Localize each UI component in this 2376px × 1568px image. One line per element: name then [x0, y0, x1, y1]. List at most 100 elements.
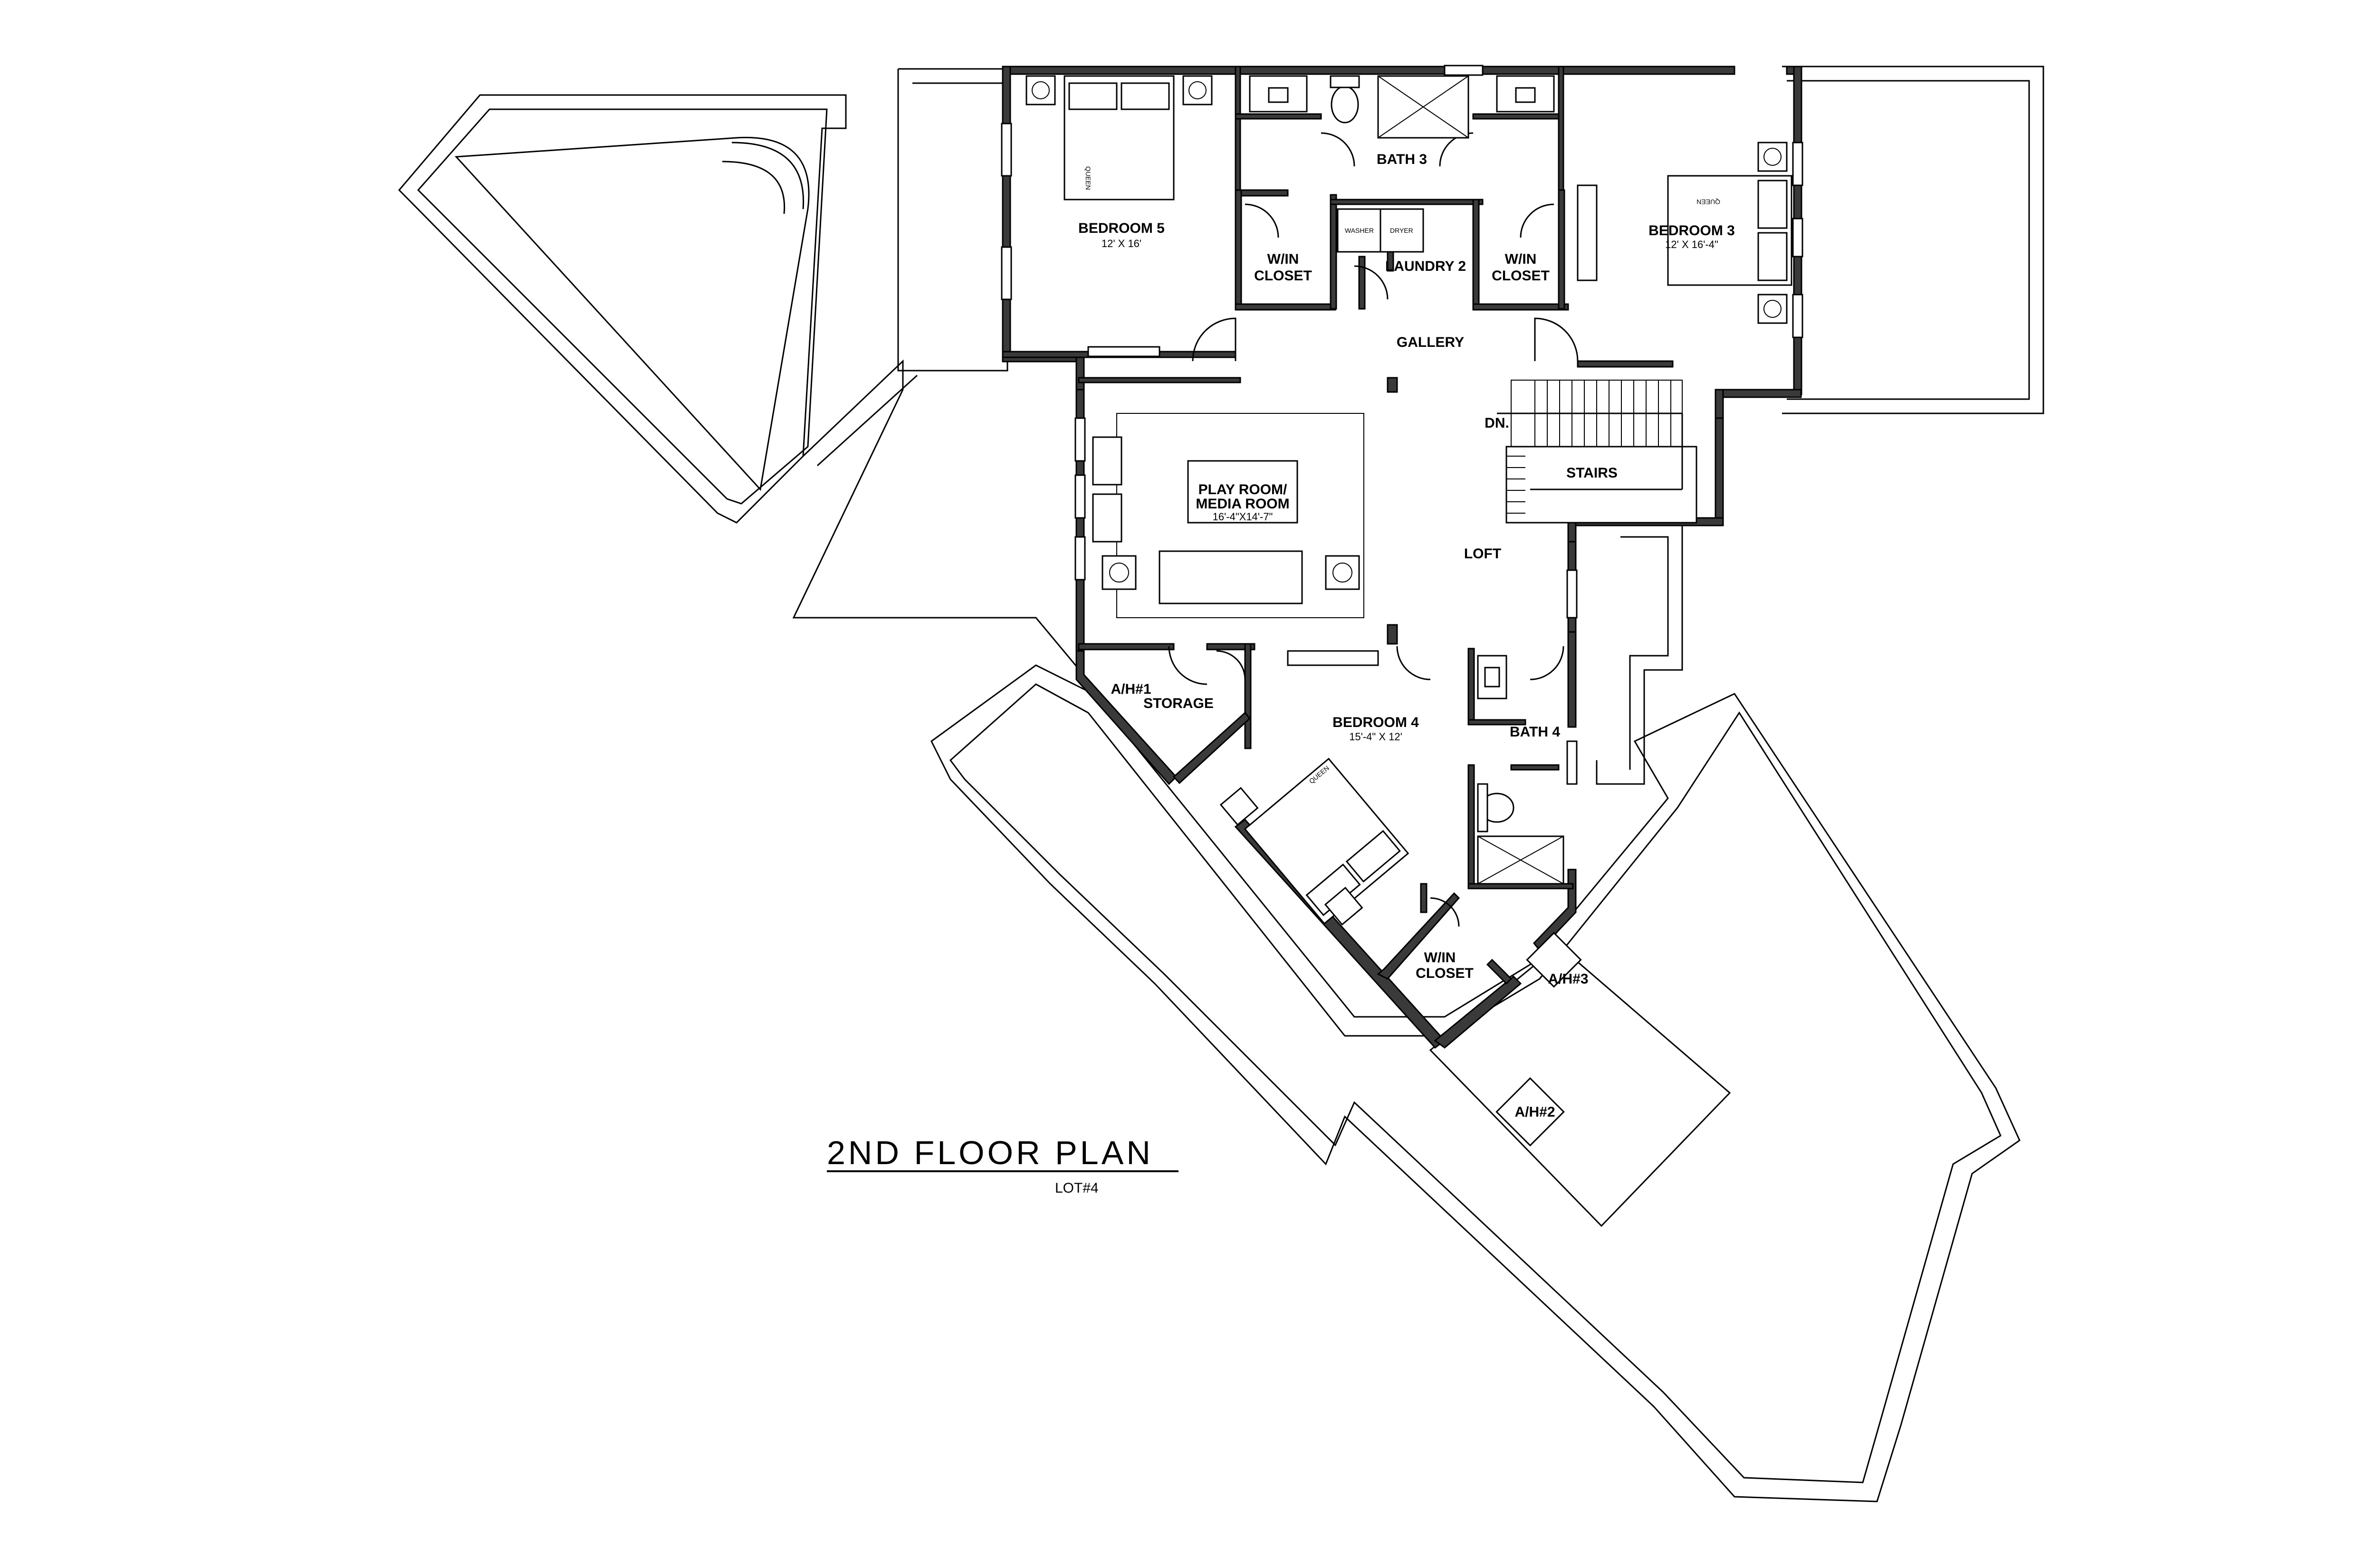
door-loft-bed4: [1396, 646, 1431, 680]
label-gallery: GALLERY: [1397, 335, 1464, 350]
lower-deck-outer: [930, 664, 2021, 1502]
label-bedroom3: BEDROOM 3: [1648, 223, 1735, 239]
left-deck-outer: [398, 94, 847, 524]
chair-b: [1092, 493, 1122, 543]
wall-closet-a-bottom: [1235, 303, 1336, 311]
wall-closet-a-left: [1235, 189, 1242, 310]
sofa: [1159, 550, 1303, 604]
label-win-closet-a-2: CLOSET: [1254, 268, 1312, 284]
label-win-closet-c-2: CLOSET: [1416, 966, 1474, 981]
mid-left-roof: [792, 359, 1084, 675]
wall-storage-right: [1244, 643, 1252, 749]
wall-playroom-bottom-left: [1078, 643, 1175, 650]
balcony-ne-inner: [1787, 80, 2030, 400]
wall-bath3-right: [1558, 66, 1564, 210]
label-win-closet-a-1: W/IN: [1267, 251, 1299, 267]
door-laundry: [1354, 265, 1389, 300]
chair-a: [1092, 436, 1122, 486]
plan-title: 2ND FLOOR PLAN: [827, 1134, 1153, 1171]
label-queen-bed5: QUEEN: [1084, 166, 1092, 190]
mid-left-roof-inner: [816, 374, 918, 467]
dryer: [1380, 208, 1424, 253]
wall-laundry-top: [1330, 199, 1484, 205]
label-win-closet-c-1: W/IN: [1424, 950, 1456, 966]
label-bedroom5-dim: 12' X 16': [1102, 238, 1141, 249]
door-storage: [1216, 650, 1246, 680]
label-bath3: BATH 3: [1377, 152, 1427, 167]
lower-deck-inner: [949, 683, 2002, 1483]
label-bedroom4: BEDROOM 4: [1332, 715, 1419, 730]
dresser-bedroom3: [1577, 184, 1598, 281]
door-gallery-left: [1192, 317, 1236, 362]
door-gallery-right: [1534, 317, 1579, 362]
door-bath4: [1530, 646, 1564, 680]
door-closet-b: [1520, 203, 1554, 238]
door-playroom: [1168, 646, 1207, 685]
nightstand-4b: [1324, 887, 1363, 926]
playroom-table: [1187, 460, 1298, 524]
door-bath3-left: [1321, 132, 1355, 167]
right-steps-inner: [1620, 536, 1669, 770]
wall-storage-diag: [1172, 711, 1251, 784]
wall-laundry-stub: [1358, 256, 1366, 310]
room-labels: BEDROOM 5 12' X 16' BATH 3 BEDROOM 3 12'…: [1078, 152, 1735, 1120]
label-washer: WASHER: [1345, 227, 1374, 234]
wall-playroom-top: [1078, 377, 1241, 383]
wall-laundry-right: [1472, 199, 1480, 310]
window-play-b: [1074, 474, 1086, 519]
left-deck-inner: [417, 108, 828, 505]
window-top-bath3: [1444, 65, 1484, 76]
wall-bath3-left: [1235, 66, 1241, 210]
dresser-bedroom4: [1287, 650, 1379, 666]
bath3-toilet: [1331, 86, 1359, 124]
label-win-closet-b-1: W/IN: [1505, 251, 1537, 267]
stairs: [1497, 380, 1697, 524]
label-ah2: A/H#2: [1514, 1104, 1555, 1120]
label-playroom-1: PLAY ROOM/: [1198, 482, 1287, 497]
label-storage: STORAGE: [1143, 696, 1214, 711]
nightstand-4a: [1219, 787, 1259, 826]
window-loft: [1566, 569, 1578, 619]
bath-fixtures: [1249, 75, 1564, 885]
doors: [1168, 132, 1579, 927]
label-ah3: A/H#3: [1548, 971, 1588, 987]
side-table-a: [1102, 555, 1137, 590]
deck-outlines: [398, 66, 2044, 1502]
wall-stairs-right: [1715, 417, 1724, 524]
right-steps-outer: [1596, 522, 1683, 785]
stair-treads: [1506, 380, 1671, 514]
wall-closet-diag: [1434, 975, 1522, 1049]
wall-bath4-right: [1567, 631, 1577, 728]
windows: [1001, 65, 1803, 785]
label-bedroom3-dim: 12' X 16'-4": [1665, 239, 1718, 250]
window-bed3-c: [1792, 294, 1803, 338]
label-win-closet-b-2: CLOSET: [1492, 268, 1550, 284]
wall-closet-a-top: [1235, 189, 1289, 197]
pool-outline: [454, 136, 810, 491]
wall-bath4-mid: [1467, 719, 1526, 726]
stair-landing-box: [1505, 446, 1697, 524]
wall-bath4-wc: [1510, 764, 1560, 771]
wall-closet-b-right: [1558, 189, 1565, 310]
plan-subtitle: LOT#4: [1055, 1180, 1099, 1196]
label-queen-bed3: QUEEN: [1696, 198, 1720, 206]
balcony-ne: [1782, 66, 2044, 414]
nightstand-5a: [1025, 75, 1056, 105]
window-bed5-b: [1001, 246, 1012, 300]
label-loft: LOFT: [1464, 546, 1501, 562]
wall-bath3-vanity-b: [1472, 113, 1560, 120]
wall-playroom-corner-br: [1387, 624, 1398, 645]
wall-closet-b-bottom: [1472, 303, 1569, 311]
label-playroom-2: MEDIA ROOM: [1196, 496, 1289, 512]
wall-bath3-vanity-a: [1235, 113, 1322, 120]
furniture: [1025, 75, 1792, 1147]
balcony-nw: [897, 68, 1008, 372]
label-bedroom4-dim: 15'-4" X 12': [1349, 731, 1402, 743]
door-closet-c: [1430, 897, 1460, 927]
side-table-b: [1325, 555, 1360, 590]
wall-laundry-left: [1330, 194, 1337, 310]
pool-steps: [722, 142, 805, 214]
label-laundry2: LAUNDRY 2: [1385, 258, 1466, 274]
label-bath4: BATH 4: [1510, 724, 1560, 740]
window-play-c: [1074, 536, 1086, 581]
